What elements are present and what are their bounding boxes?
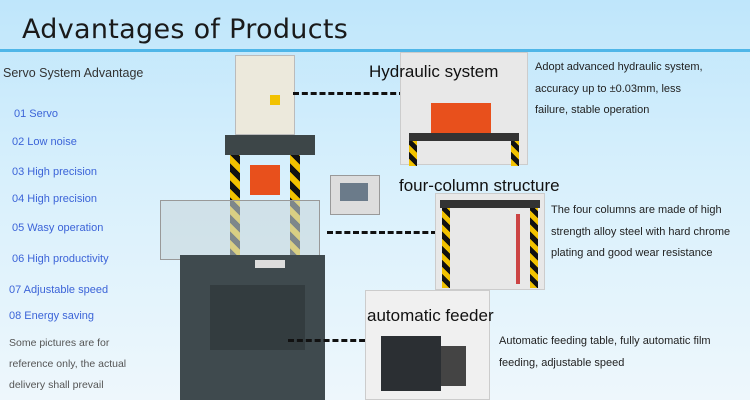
advantage-item: 08 Energy saving (9, 310, 94, 322)
advantage-item: 04 High precision (12, 193, 97, 205)
advantage-item: 07 Adjustable speed (9, 284, 109, 296)
feature-heading-four-column: four-column structure (399, 176, 560, 195)
feature-heading-hydraulic: Hydraulic system (369, 62, 499, 81)
pointer-line (288, 339, 374, 342)
press-machine-illustration (150, 55, 400, 400)
advantage-item: 01 Servo (14, 108, 59, 120)
feature-desc-hydraulic: Adopt advanced hydraulic system, accurac… (535, 61, 703, 116)
pointer-line (327, 231, 437, 234)
feature-heading-feeder: automatic feeder (367, 306, 494, 325)
advantage-item: 05 Wasy operation (12, 222, 104, 234)
feature-desc-four-column: The four columns are made of high streng… (551, 204, 731, 259)
advantage-item: 03 High precision (12, 166, 97, 178)
title-divider (0, 49, 750, 52)
section-subtitle: Servo System Advantage (3, 66, 144, 80)
disclaimer-note: Some pictures are for reference only, th… (9, 337, 127, 391)
pointer-line (293, 92, 405, 95)
page-title: Advantages of Products (22, 14, 349, 45)
advantage-item: 02 Low noise (12, 136, 77, 148)
automatic-feeder-photo (365, 290, 490, 400)
advantage-item: 06 High productivity (12, 253, 109, 265)
feature-desc-feeder: Automatic feeding table, fully automatic… (499, 335, 711, 369)
four-column-photo (435, 193, 545, 290)
hydraulic-system-photo (400, 52, 528, 166)
